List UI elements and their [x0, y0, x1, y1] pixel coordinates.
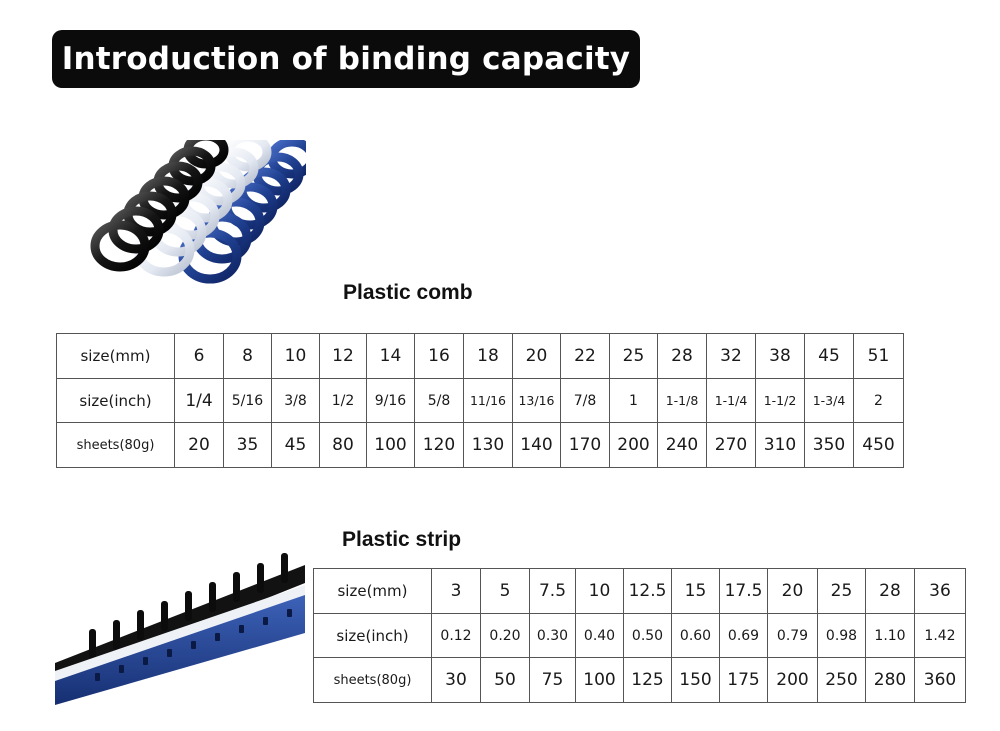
plastic-strip-image [55, 525, 305, 705]
table-cell: 1.10 [865, 612, 915, 659]
table-cell: 3 [431, 568, 481, 614]
plastic-comb-table: size(mm) 6 8 10 12 14 16 18 20 22 25 28 … [56, 333, 904, 469]
table-cell: 310 [755, 422, 805, 469]
table-cell: 13/16 [512, 377, 561, 424]
table-cell: 20 [767, 568, 818, 614]
table-cell: 1/4 [174, 377, 224, 424]
table-cell: 22 [560, 333, 610, 379]
row-label: size(inch) [56, 377, 175, 424]
table-cell: 270 [706, 422, 756, 469]
table-cell: 17.5 [719, 568, 768, 614]
strip-row-size-inch: size(inch) 0.12 0.20 0.30 0.40 0.50 0.60… [313, 612, 966, 659]
table-cell: 12.5 [623, 568, 672, 614]
table-cell: 1-1/8 [657, 377, 707, 424]
table-cell: 1/2 [319, 377, 367, 424]
table-cell: 175 [719, 657, 768, 704]
table-cell: 6 [174, 333, 224, 379]
table-cell: 5/8 [414, 377, 464, 424]
table-cell: 32 [706, 333, 756, 379]
table-cell: 10 [575, 568, 624, 614]
table-cell: 15 [671, 568, 720, 614]
table-cell: 5/16 [223, 377, 272, 424]
strip-row-size-mm: size(mm) 3 5 7.5 10 12.5 15 17.5 20 25 2… [313, 568, 966, 614]
table-cell: 100 [575, 657, 624, 704]
table-cell: 3/8 [271, 377, 320, 424]
table-cell: 0.20 [480, 612, 530, 659]
table-cell: 18 [463, 333, 513, 379]
table-cell: 0.98 [817, 612, 866, 659]
table-cell: 350 [804, 422, 854, 469]
table-cell: 10 [271, 333, 320, 379]
table-cell: 100 [366, 422, 415, 469]
table-cell: 240 [657, 422, 707, 469]
comb-row-size-inch: size(inch) 1/4 5/16 3/8 1/2 9/16 5/8 11/… [56, 377, 904, 424]
table-cell: 120 [414, 422, 464, 469]
table-cell: 28 [657, 333, 707, 379]
row-label: sheets(80g) [313, 657, 432, 704]
page-title: Introduction of binding capacity [61, 41, 631, 77]
table-cell: 28 [865, 568, 915, 614]
table-cell: 1-1/2 [755, 377, 805, 424]
table-cell: 200 [767, 657, 818, 704]
table-cell: 130 [463, 422, 513, 469]
comb-row-sheets: sheets(80g) 20 35 45 80 100 120 130 140 … [56, 422, 904, 469]
table-cell: 25 [817, 568, 866, 614]
table-cell: 30 [431, 657, 481, 704]
table-cell: 170 [560, 422, 610, 469]
table-cell: 5 [480, 568, 530, 614]
table-cell: 9/16 [366, 377, 415, 424]
plastic-comb-image [78, 140, 306, 300]
table-cell: 45 [804, 333, 854, 379]
strip-row-sheets: sheets(80g) 30 50 75 100 125 150 175 200… [313, 657, 966, 704]
row-label: size(mm) [313, 568, 432, 614]
table-cell: 0.50 [623, 612, 672, 659]
plastic-strip-table: size(mm) 3 5 7.5 10 12.5 15 17.5 20 25 2… [313, 568, 966, 704]
table-cell: 20 [174, 422, 224, 469]
table-cell: 0.69 [719, 612, 768, 659]
table-cell: 51 [853, 333, 904, 379]
table-cell: 8 [223, 333, 272, 379]
table-cell: 11/16 [463, 377, 513, 424]
table-cell: 360 [914, 657, 966, 704]
table-cell: 280 [865, 657, 915, 704]
table-cell: 150 [671, 657, 720, 704]
table-cell: 450 [853, 422, 904, 469]
comb-row-size-mm: size(mm) 6 8 10 12 14 16 18 20 22 25 28 … [56, 333, 904, 379]
table-cell: 12 [319, 333, 367, 379]
table-cell: 125 [623, 657, 672, 704]
table-cell: 200 [609, 422, 658, 469]
table-cell: 0.79 [767, 612, 818, 659]
table-cell: 50 [480, 657, 530, 704]
plastic-strip-heading: Plastic strip [342, 528, 462, 551]
table-cell: 35 [223, 422, 272, 469]
plastic-comb-heading: Plastic comb [343, 281, 473, 304]
table-cell: 2 [853, 377, 904, 424]
table-cell: 20 [512, 333, 561, 379]
table-cell: 0.60 [671, 612, 720, 659]
row-label: size(mm) [56, 333, 175, 379]
table-cell: 25 [609, 333, 658, 379]
table-cell: 7/8 [560, 377, 610, 424]
table-cell: 250 [817, 657, 866, 704]
table-cell: 1-3/4 [804, 377, 854, 424]
table-cell: 1 [609, 377, 658, 424]
table-cell: 0.30 [529, 612, 576, 659]
title-banner: Introduction of binding capacity [52, 30, 640, 88]
table-cell: 36 [914, 568, 966, 614]
row-label: size(inch) [313, 612, 432, 659]
table-cell: 16 [414, 333, 464, 379]
table-cell: 1-1/4 [706, 377, 756, 424]
table-cell: 140 [512, 422, 561, 469]
table-cell: 0.12 [431, 612, 481, 659]
table-cell: 0.40 [575, 612, 624, 659]
row-label: sheets(80g) [56, 422, 175, 469]
table-cell: 38 [755, 333, 805, 379]
table-cell: 45 [271, 422, 320, 469]
table-cell: 1.42 [914, 612, 966, 659]
table-cell: 75 [529, 657, 576, 704]
table-cell: 7.5 [529, 568, 576, 614]
table-cell: 80 [319, 422, 367, 469]
table-cell: 14 [366, 333, 415, 379]
